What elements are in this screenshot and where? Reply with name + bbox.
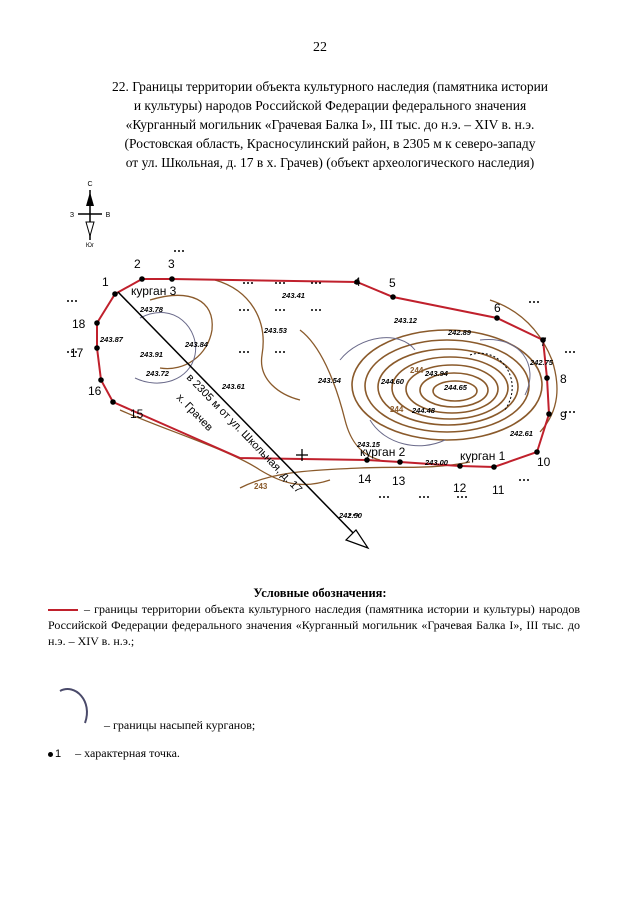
svg-text:243.94: 243.94 — [424, 369, 449, 378]
page-number: 22 — [313, 40, 327, 55]
field-dots — [67, 250, 575, 516]
title-line: 22. Границы территории объекта культурно… — [111, 79, 549, 94]
mound-labels: курган 3 курган 2 курган 1 — [131, 284, 506, 463]
point-label-13: 13 — [392, 474, 406, 488]
svg-text:243.41: 243.41 — [281, 291, 305, 300]
point-label-11: 11 — [492, 483, 505, 497]
mound-boundaries — [134, 312, 531, 447]
point-label-2: 2 — [134, 257, 141, 271]
svg-text:243.87: 243.87 — [99, 335, 124, 344]
svg-text:243.78: 243.78 — [139, 305, 164, 314]
point-label-8: 8 — [560, 372, 567, 386]
legend-mound-text: – границы насыпей курганов; — [104, 718, 256, 732]
point-label-4: 4 — [354, 275, 361, 289]
legend-boundary: – границы территории объекта культурного… — [48, 601, 580, 649]
svg-text:242.89: 242.89 — [447, 328, 472, 337]
mound-label-1: курган 1 — [460, 449, 506, 463]
svg-text:243.15: 243.15 — [356, 440, 381, 449]
mound-boundary-sample — [59, 688, 88, 724]
svg-text:242.61: 242.61 — [509, 429, 533, 438]
legend-point: 1 – характерная точка. — [48, 746, 180, 761]
point-label-3: 3 — [168, 257, 175, 271]
svg-text:243: 243 — [254, 482, 268, 491]
svg-text:243.84: 243.84 — [184, 340, 209, 349]
point-label-5: 5 — [389, 276, 396, 290]
point-label-16: 16 — [88, 384, 102, 398]
point-label-9: 9 — [560, 409, 567, 423]
mound-label-3: курган 3 — [131, 284, 177, 298]
title-line: и культуры) народов Российской Федерации… — [133, 98, 527, 113]
point-label-17: 17 — [70, 346, 84, 360]
svg-text:242.50: 242.50 — [338, 511, 363, 520]
site-boundary — [96, 278, 551, 469]
point-label-18: 18 — [72, 317, 86, 331]
point-label-1: 1 — [102, 275, 109, 289]
site-map: С Юг З В в 2305 м от ул. Школьная, д. 17 — [67, 181, 575, 550]
point-sample-dot — [48, 751, 53, 757]
elevation-marks: 243.41 243.78 243.12 242.89 243.53 243.8… — [99, 291, 554, 520]
svg-text:243.12: 243.12 — [393, 316, 418, 325]
svg-text:244: 244 — [410, 366, 424, 375]
legend-point-text: – характерная точка. — [75, 746, 180, 760]
document-title: 22. Границы территории объекта культурно… — [60, 77, 600, 172]
compass-south: Юг — [86, 243, 95, 249]
svg-text:243.54: 243.54 — [317, 376, 342, 385]
svg-text:243.53: 243.53 — [263, 326, 288, 335]
svg-text:244.48: 244.48 — [411, 406, 436, 415]
compass-north: С — [87, 181, 92, 188]
compass-west: З — [70, 212, 74, 219]
contour-lines — [119, 279, 558, 489]
svg-text:244.60: 244.60 — [380, 377, 405, 386]
legend-boundary-text: – границы территории объекта культурного… — [48, 602, 580, 648]
title-line: от ул. Школьная, д. 17 в х. Грачев) (объ… — [125, 155, 535, 170]
point-label-12: 12 — [453, 481, 467, 495]
contour-labels: 244 244 243 — [254, 366, 424, 491]
boundary-line-sample — [48, 609, 78, 612]
compass-rose: С Юг З В — [70, 181, 111, 249]
svg-text:243.61: 243.61 — [221, 382, 245, 391]
survey-cross — [296, 449, 308, 461]
point-label-10: 10 — [537, 455, 551, 469]
title-line: (Ростовская область, Красносулинский рай… — [124, 136, 536, 151]
legend-title: Условные обозначения: — [253, 586, 387, 600]
compass-east: В — [106, 212, 111, 219]
characteristic-points — [94, 276, 552, 470]
svg-text:243.72: 243.72 — [145, 369, 170, 378]
point-label-7: 7 — [540, 335, 547, 349]
svg-text:243.00: 243.00 — [424, 458, 449, 467]
point-label-6: 6 — [494, 301, 501, 315]
svg-text:244.65: 244.65 — [443, 383, 468, 392]
svg-text:243.91: 243.91 — [139, 350, 163, 359]
svg-text:244: 244 — [390, 405, 404, 414]
point-label-14: 14 — [358, 472, 372, 486]
point-label-15: 15 — [130, 407, 144, 421]
point-sample-number: 1 — [55, 748, 62, 760]
hill-contours — [351, 329, 543, 441]
title-line: «Курганный могильник «Грачевая Балка I»,… — [125, 117, 535, 132]
mound-label-2: курган 2 — [360, 445, 406, 459]
svg-text:242.75: 242.75 — [529, 358, 554, 367]
point-labels: 1 2 3 4 5 6 7 8 9 10 11 12 13 14 15 16 1… — [70, 257, 567, 497]
